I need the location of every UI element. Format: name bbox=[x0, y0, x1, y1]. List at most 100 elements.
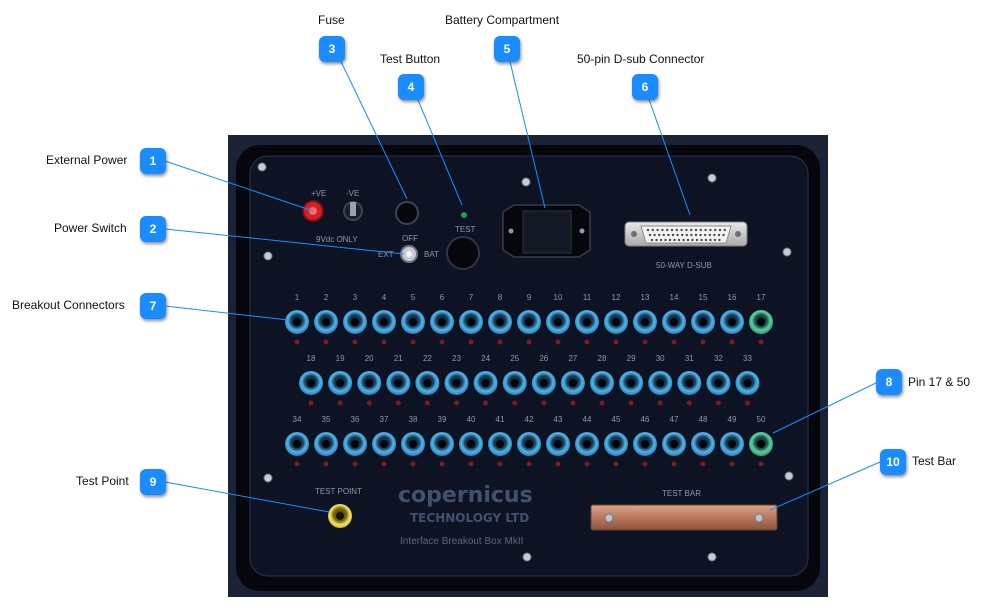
pin-hole-30 bbox=[656, 379, 665, 387]
pin-led-17 bbox=[758, 339, 764, 345]
pin-led-5 bbox=[410, 339, 416, 345]
dsub-pin-36 bbox=[655, 238, 658, 242]
pin-led-16 bbox=[729, 339, 735, 345]
pin-hole-35 bbox=[322, 440, 330, 448]
test-bar-screw-left bbox=[604, 513, 614, 523]
callout-label-5: Battery Compartment bbox=[445, 13, 560, 27]
pin-led-21 bbox=[395, 400, 401, 406]
pin-label-20: 20 bbox=[365, 354, 374, 363]
dsub-pin-44 bbox=[691, 238, 694, 242]
pin-label-9: 9 bbox=[527, 293, 532, 302]
dsub-pin-10 bbox=[690, 228, 693, 232]
callout-badge-8[interactable]: 8 bbox=[876, 369, 902, 395]
leader-line-8 bbox=[772, 380, 881, 434]
dsub-pin-13 bbox=[704, 228, 707, 232]
dsub-pin-1 bbox=[646, 228, 650, 232]
dsub-pin-39 bbox=[668, 238, 672, 242]
pin-label-37: 37 bbox=[380, 415, 389, 424]
pin-hole-47 bbox=[670, 440, 678, 448]
pin-label-17: 17 bbox=[757, 293, 766, 302]
callout-badge-4[interactable]: 4 bbox=[398, 74, 424, 100]
test-label: TEST bbox=[455, 225, 476, 234]
callout-badge-1[interactable]: 1 bbox=[140, 148, 166, 174]
pin-hole-25 bbox=[510, 379, 519, 387]
dsub-pin-30 bbox=[704, 233, 707, 237]
test-led bbox=[461, 212, 467, 218]
front-panel bbox=[249, 155, 809, 577]
dsub-label: 50-WAY D-SUB bbox=[656, 261, 712, 270]
test-button[interactable] bbox=[446, 236, 480, 270]
pin-label-4: 4 bbox=[382, 293, 387, 302]
battery-screw-right bbox=[579, 228, 585, 234]
pin-hole-29 bbox=[627, 379, 636, 387]
pin-label-10: 10 bbox=[554, 293, 563, 302]
pin-led-34 bbox=[294, 461, 300, 467]
pin-hole-21 bbox=[394, 379, 403, 387]
pin-hole-10 bbox=[554, 318, 562, 326]
pin-label-41: 41 bbox=[496, 415, 505, 424]
pin-hole-44 bbox=[583, 440, 591, 448]
pin-led-4 bbox=[381, 339, 387, 345]
pin-led-44 bbox=[584, 461, 590, 467]
dsub-pin-38 bbox=[664, 238, 667, 242]
product-name: Interface Breakout Box MkII bbox=[400, 536, 523, 547]
leader-lines bbox=[164, 48, 881, 513]
callout-badge-5[interactable]: 5 bbox=[494, 36, 520, 62]
fuse-holder[interactable] bbox=[395, 201, 419, 225]
pin-label-15: 15 bbox=[699, 293, 708, 302]
callout-badge-3[interactable]: 3 bbox=[319, 36, 345, 62]
pin-led-7 bbox=[468, 339, 474, 345]
dsub-pin-40 bbox=[673, 238, 676, 242]
pin-hole-2 bbox=[322, 318, 330, 326]
pin-label-44: 44 bbox=[583, 415, 592, 424]
pin-led-9 bbox=[526, 339, 532, 345]
callout-badge-2[interactable]: 2 bbox=[140, 216, 166, 242]
dsub-pin-23 bbox=[671, 233, 675, 237]
dsub-pin-32 bbox=[713, 233, 716, 237]
pin-led-35 bbox=[323, 461, 329, 467]
leader-line-1 bbox=[164, 160, 314, 212]
battery-screw-left bbox=[508, 228, 514, 234]
pin-label-24: 24 bbox=[481, 354, 490, 363]
pin-label-40: 40 bbox=[467, 415, 476, 424]
pin-hole-16 bbox=[728, 318, 736, 326]
pin-led-13 bbox=[642, 339, 648, 345]
dsub-pin-26 bbox=[685, 233, 688, 237]
callout-badge-7[interactable]: 7 bbox=[140, 293, 166, 319]
pin-led-22 bbox=[424, 400, 430, 406]
bat-label: BAT bbox=[424, 250, 439, 259]
dsub-pin-7 bbox=[675, 228, 678, 232]
pin-label-23: 23 bbox=[452, 354, 461, 363]
dsub-pin-2 bbox=[651, 228, 654, 232]
callout-badge-9[interactable]: 9 bbox=[140, 469, 166, 495]
pin-label-39: 39 bbox=[438, 415, 447, 424]
test-bar[interactable] bbox=[590, 504, 778, 531]
pin-label-6: 6 bbox=[440, 293, 445, 302]
pin-hole-39 bbox=[438, 440, 446, 448]
pin-led-19 bbox=[337, 400, 343, 406]
pin-label-38: 38 bbox=[409, 415, 418, 424]
pin-hole-31 bbox=[685, 379, 694, 387]
pin-label-26: 26 bbox=[539, 354, 548, 363]
dsub-pin-5 bbox=[666, 228, 669, 232]
dsub-pin-22 bbox=[667, 233, 670, 237]
pin-label-30: 30 bbox=[656, 354, 665, 363]
pin-label-18: 18 bbox=[307, 354, 316, 363]
pin-hole-41 bbox=[496, 440, 504, 448]
pin-hole-45 bbox=[612, 440, 620, 448]
callout-label-4: Test Button bbox=[380, 52, 441, 66]
pin-label-43: 43 bbox=[554, 415, 563, 424]
pin-label-16: 16 bbox=[728, 293, 737, 302]
pin-hole-27 bbox=[568, 379, 577, 387]
dsub-pin-4 bbox=[661, 228, 664, 232]
callout-badge-10[interactable]: 10 bbox=[880, 449, 906, 475]
leader-line-6 bbox=[644, 87, 691, 216]
callout-badge-6[interactable]: 6 bbox=[632, 74, 658, 100]
pin-hole-48 bbox=[699, 440, 707, 448]
pin-label-47: 47 bbox=[670, 415, 679, 424]
pin-hole-4 bbox=[380, 318, 388, 326]
pin-led-37 bbox=[381, 461, 387, 467]
